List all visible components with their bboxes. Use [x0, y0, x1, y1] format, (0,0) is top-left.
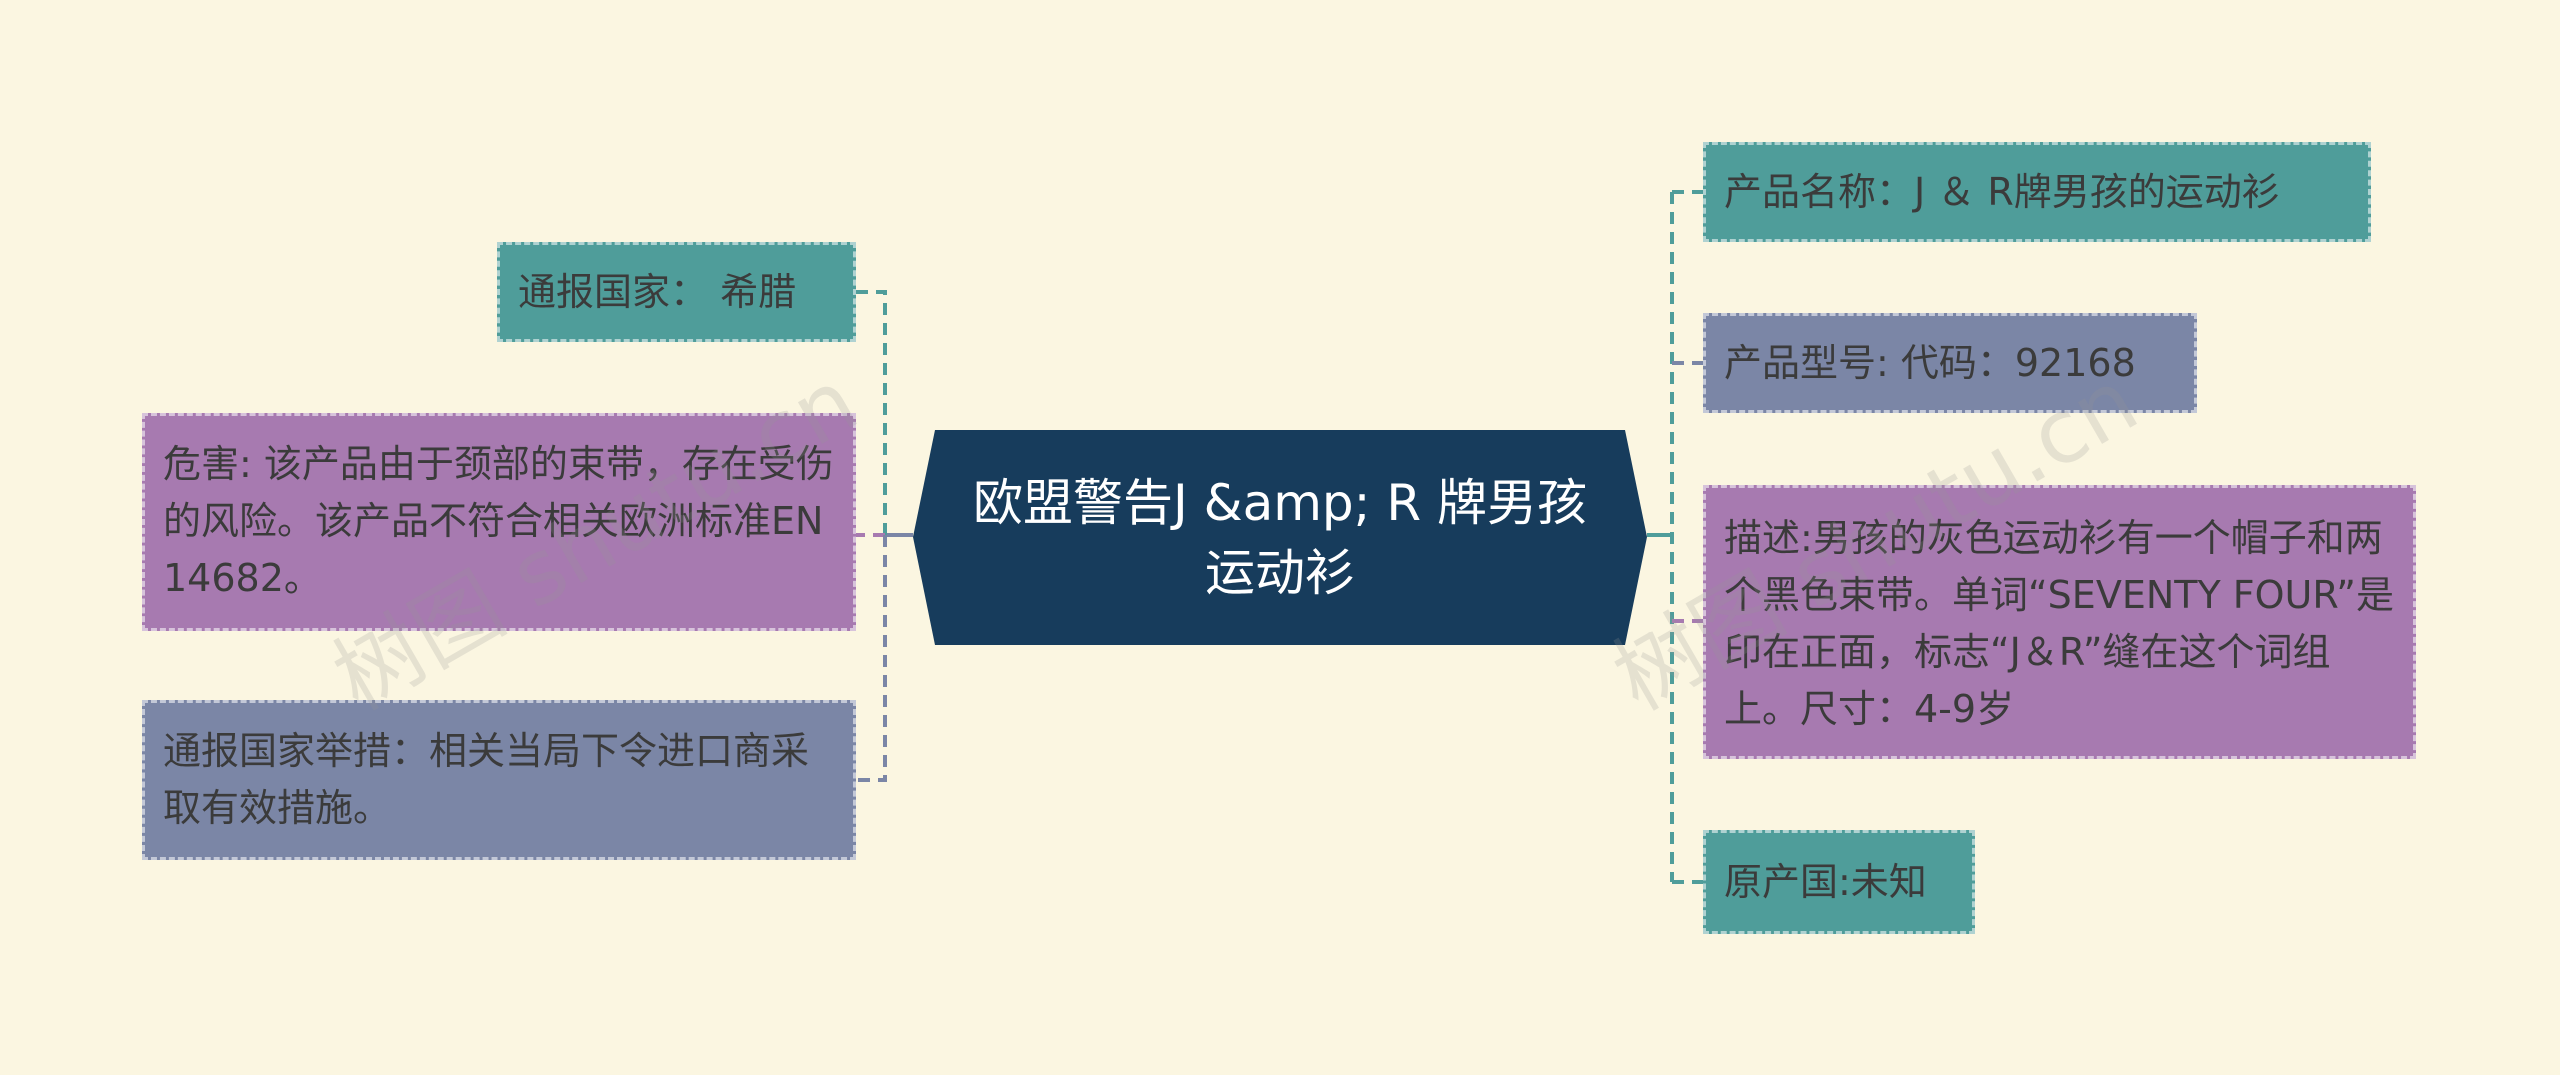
node-product-model-label: 产品型号: 代码：92168 — [1724, 340, 2136, 385]
connector-left-trunk-bottom — [856, 535, 887, 782]
node-description[interactable]: 描述:男孩的灰色运动衫有一个帽子和两个黑色束带。单词“SEVENTY FOUR”… — [1703, 485, 2416, 759]
node-description-label: 描述:男孩的灰色运动衫有一个帽子和两个黑色束带。单词“SEVENTY FOUR”… — [1724, 516, 2394, 731]
central-topic-label: 欧盟警告J &amp; R 牌男孩运动衫 — [972, 473, 1588, 602]
node-product-model[interactable]: 产品型号: 代码：92168 — [1703, 313, 2197, 413]
node-measures[interactable]: 通报国家举措：相关当局下令进口商采取有效措施。 — [142, 700, 856, 860]
node-origin[interactable]: 原产国:未知 — [1703, 830, 1975, 934]
node-hazard[interactable]: 危害: 该产品由于颈部的束带，存在受伤的风险。该产品不符合相关欧洲标准EN 14… — [142, 413, 856, 631]
node-notifying-country-label: 通报国家： 希腊 — [518, 269, 797, 314]
central-topic[interactable]: 欧盟警告J &amp; R 牌男孩运动衫 — [913, 430, 1647, 645]
node-notifying-country[interactable]: 通报国家： 希腊 — [497, 242, 856, 342]
node-product-name-label: 产品名称：J ＆ R牌男孩的运动衫 — [1724, 169, 2280, 214]
connector-left-trunk-top — [856, 290, 887, 535]
node-measures-label: 通报国家举措：相关当局下令进口商采取有效措施。 — [163, 729, 810, 830]
node-product-name[interactable]: 产品名称：J ＆ R牌男孩的运动衫 — [1703, 142, 2371, 242]
node-origin-label: 原产国:未知 — [1724, 859, 1927, 904]
node-hazard-label: 危害: 该产品由于颈部的束带，存在受伤的风险。该产品不符合相关欧洲标准EN 14… — [163, 442, 834, 600]
